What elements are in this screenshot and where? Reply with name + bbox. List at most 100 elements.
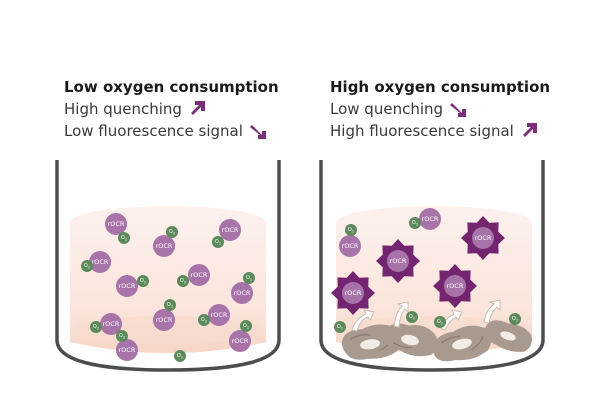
oxygen-molecule: O2	[212, 236, 224, 248]
down-right-arrow-icon	[249, 125, 266, 139]
svg-text:rOCR: rOCR	[156, 316, 173, 324]
oxygen-molecule: O2	[434, 316, 446, 328]
svg-text:rOCR: rOCR	[345, 289, 362, 297]
oxygen-molecule: O2	[509, 313, 521, 325]
svg-text:rOCR: rOCR	[222, 226, 239, 234]
svg-text:O2: O2	[180, 278, 186, 285]
svg-text:O2: O2	[93, 324, 99, 331]
svg-text:rOCR: rOCR	[342, 242, 359, 250]
svg-text:rOCR: rOCR	[447, 282, 464, 290]
up-right-arrow-icon	[522, 123, 537, 137]
oxygen-molecule: O2	[118, 232, 130, 244]
cell	[484, 320, 532, 352]
probe-molecule: rOCR	[229, 330, 251, 352]
svg-text:rOCR: rOCR	[156, 242, 173, 250]
probe-molecule: rOCR	[116, 275, 138, 297]
cell-layer	[341, 320, 532, 362]
svg-text:O2: O2	[246, 275, 252, 282]
probe-molecule: rOCR	[339, 235, 361, 257]
left-line-quenching: High quenching	[64, 98, 279, 120]
svg-text:rOCR: rOCR	[390, 257, 407, 265]
svg-text:O2: O2	[215, 239, 221, 246]
left-panel-text: Low oxygen consumption High quenching Lo…	[64, 76, 279, 142]
svg-text:rOCR: rOCR	[422, 215, 439, 223]
svg-text:rOCR: rOCR	[92, 258, 109, 266]
oxygen-molecule: O2	[345, 224, 357, 236]
svg-text:rOCR: rOCR	[191, 271, 208, 279]
svg-text:O2: O2	[243, 323, 249, 330]
svg-text:rOCR: rOCR	[103, 320, 120, 328]
svg-text:O2: O2	[348, 227, 354, 234]
right-line-fluorescence: High fluorescence signal	[330, 120, 550, 142]
svg-text:O2: O2	[121, 235, 127, 242]
oxygen-molecule: O2	[90, 321, 102, 333]
svg-text:rOCR: rOCR	[108, 220, 125, 228]
svg-text:O2: O2	[437, 319, 443, 326]
right-line-quenching: Low quenching	[330, 98, 550, 120]
svg-text:rOCR: rOCR	[119, 282, 136, 290]
left-line-fluorescence: Low fluorescence signal	[64, 120, 279, 142]
oxygen-molecule: O2	[81, 260, 93, 272]
svg-text:rOCR: rOCR	[211, 311, 228, 319]
svg-text:O2: O2	[177, 353, 183, 360]
svg-text:O2: O2	[169, 229, 175, 236]
uptake-arrow	[351, 309, 375, 332]
oxygen-molecule: O2	[409, 217, 421, 229]
probe-molecule: rOCR	[153, 309, 175, 331]
left-fluorescence-label: Low fluorescence signal	[64, 122, 243, 140]
probe-molecule: rOCR	[188, 264, 210, 286]
right-heading: High oxygen consumption	[330, 78, 551, 96]
svg-text:O2: O2	[167, 302, 173, 309]
svg-text:O2: O2	[412, 220, 418, 227]
probe-molecule: rOCR	[231, 282, 253, 304]
oxygen-molecule: O2	[198, 314, 210, 326]
probe-star: rOCR	[433, 264, 477, 308]
down-right-arrow-icon	[450, 103, 467, 117]
svg-text:O2: O2	[512, 316, 518, 323]
oxygen-molecule: O2	[116, 330, 128, 342]
oxygen-molecule: O2	[334, 321, 346, 333]
probe-molecule: rOCR	[105, 213, 127, 235]
svg-text:O2: O2	[409, 314, 415, 321]
svg-text:rOCR: rOCR	[475, 234, 492, 242]
probe-star: rOCR	[461, 216, 505, 260]
oxygen-molecule: O2	[166, 226, 178, 238]
oxygen-molecule: O2	[137, 275, 149, 287]
oxygen-molecule: O2	[174, 350, 186, 362]
right-quenching-label: Low quenching	[330, 100, 444, 118]
left-heading: Low oxygen consumption	[64, 78, 279, 96]
cell	[384, 323, 438, 357]
oxygen-molecule: O2	[240, 320, 252, 332]
probe-molecule: rOCR	[208, 304, 230, 326]
oxygen-molecule: O2	[243, 272, 255, 284]
left-quenching-label: High quenching	[64, 100, 182, 118]
probe-star: rOCR	[331, 271, 375, 315]
probe-molecule: rOCR	[100, 313, 122, 335]
up-right-arrow-icon	[190, 101, 205, 115]
probe-molecule: rOCR	[219, 219, 241, 241]
uptake-arrow	[483, 299, 501, 324]
svg-text:O2: O2	[84, 263, 90, 270]
oxygen-uptake-arrows	[351, 299, 501, 332]
svg-text:O2: O2	[140, 278, 146, 285]
svg-text:O2: O2	[119, 333, 125, 340]
right-molecules: rOCR O2 rOCR O2 rOCR rOCR rOCR rOCR O2 O…	[331, 208, 521, 333]
svg-text:rOCR: rOCR	[234, 289, 251, 297]
svg-text:rOCR: rOCR	[232, 337, 249, 345]
uptake-arrow	[393, 301, 409, 328]
svg-text:O2: O2	[337, 324, 343, 331]
probe-molecule: rOCR	[116, 339, 138, 361]
cell	[432, 325, 492, 362]
probe-molecule: rOCR	[153, 235, 175, 257]
probe-molecule: rOCR	[89, 251, 111, 273]
svg-text:rOCR: rOCR	[119, 346, 136, 354]
left-molecules: rOCR O2 rOCR O2 rOCR O2 rOCR O2 rOCR O2 …	[81, 213, 255, 362]
oxygen-molecule: O2	[177, 275, 189, 287]
oxygen-molecule: O2	[406, 311, 418, 323]
probe-molecule: rOCR	[419, 208, 441, 230]
svg-text:O2: O2	[201, 317, 207, 324]
right-panel-text: High oxygen consumption Low quenching Hi…	[330, 76, 550, 142]
probe-star: rOCR	[376, 239, 420, 283]
oxygen-molecule: O2	[164, 299, 176, 311]
